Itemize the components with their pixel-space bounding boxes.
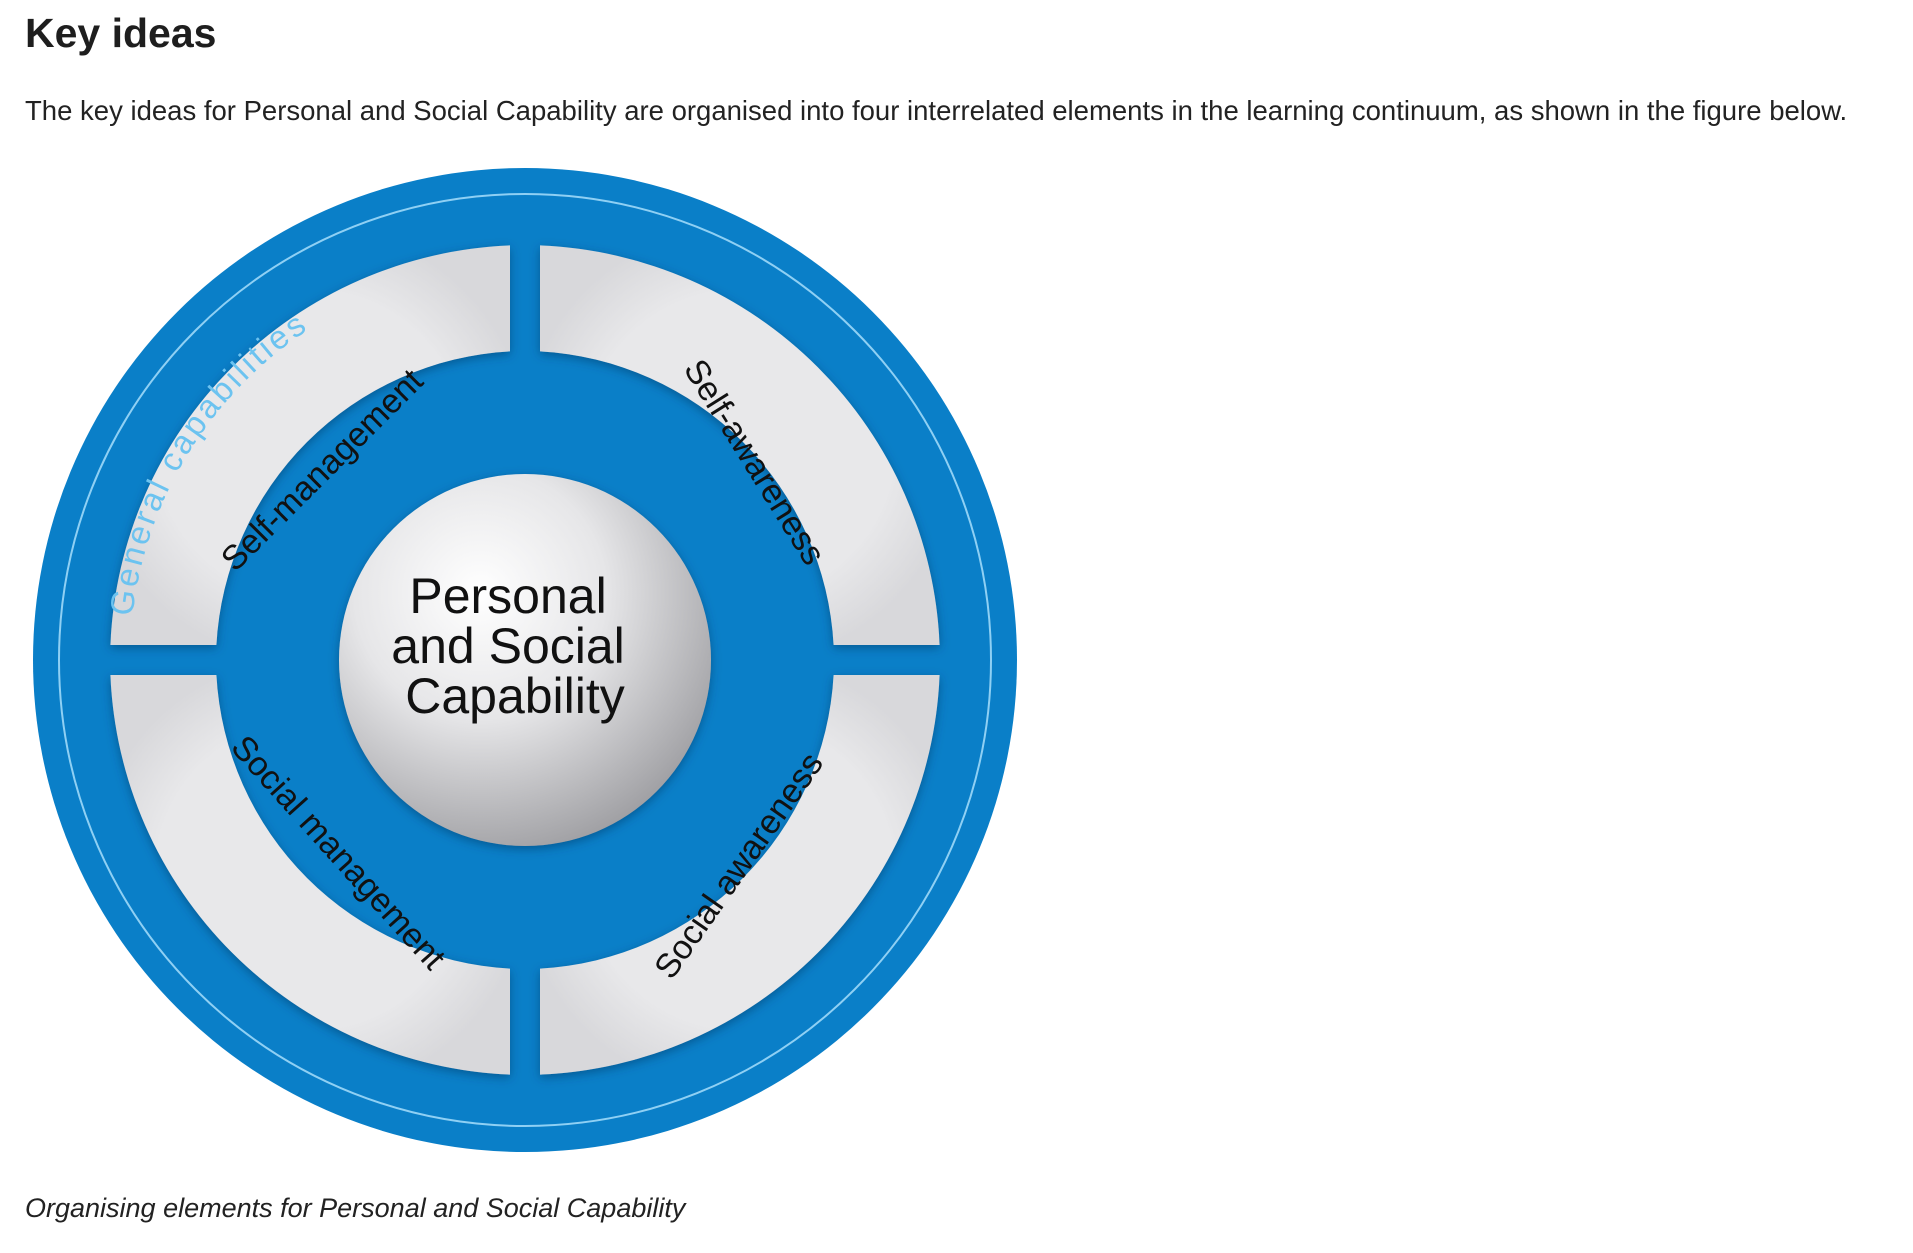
center-label: Personal and Social Capability xyxy=(391,568,638,724)
intro-paragraph: The key ideas for Personal and Social Ca… xyxy=(25,95,1848,126)
outer-ring-line xyxy=(58,193,992,1127)
capability-diagram-svg: General capabilities Self-management Sel… xyxy=(33,168,1017,1152)
page-title: Key ideas xyxy=(25,10,217,56)
segment-top-left xyxy=(110,245,511,645)
center-label-line-2: and Social xyxy=(391,618,625,674)
capability-diagram: General capabilities Self-management Sel… xyxy=(25,160,1025,1160)
segment-top-right xyxy=(540,245,940,645)
segment-bottom-right xyxy=(540,675,940,1075)
center-label-line-1: Personal xyxy=(409,568,606,624)
center-label-line-3: Capability xyxy=(405,668,625,724)
segment-bottom-left xyxy=(110,675,511,1075)
center-disk xyxy=(339,474,711,846)
figure-caption: Organising elements for Personal and Soc… xyxy=(25,1193,686,1223)
